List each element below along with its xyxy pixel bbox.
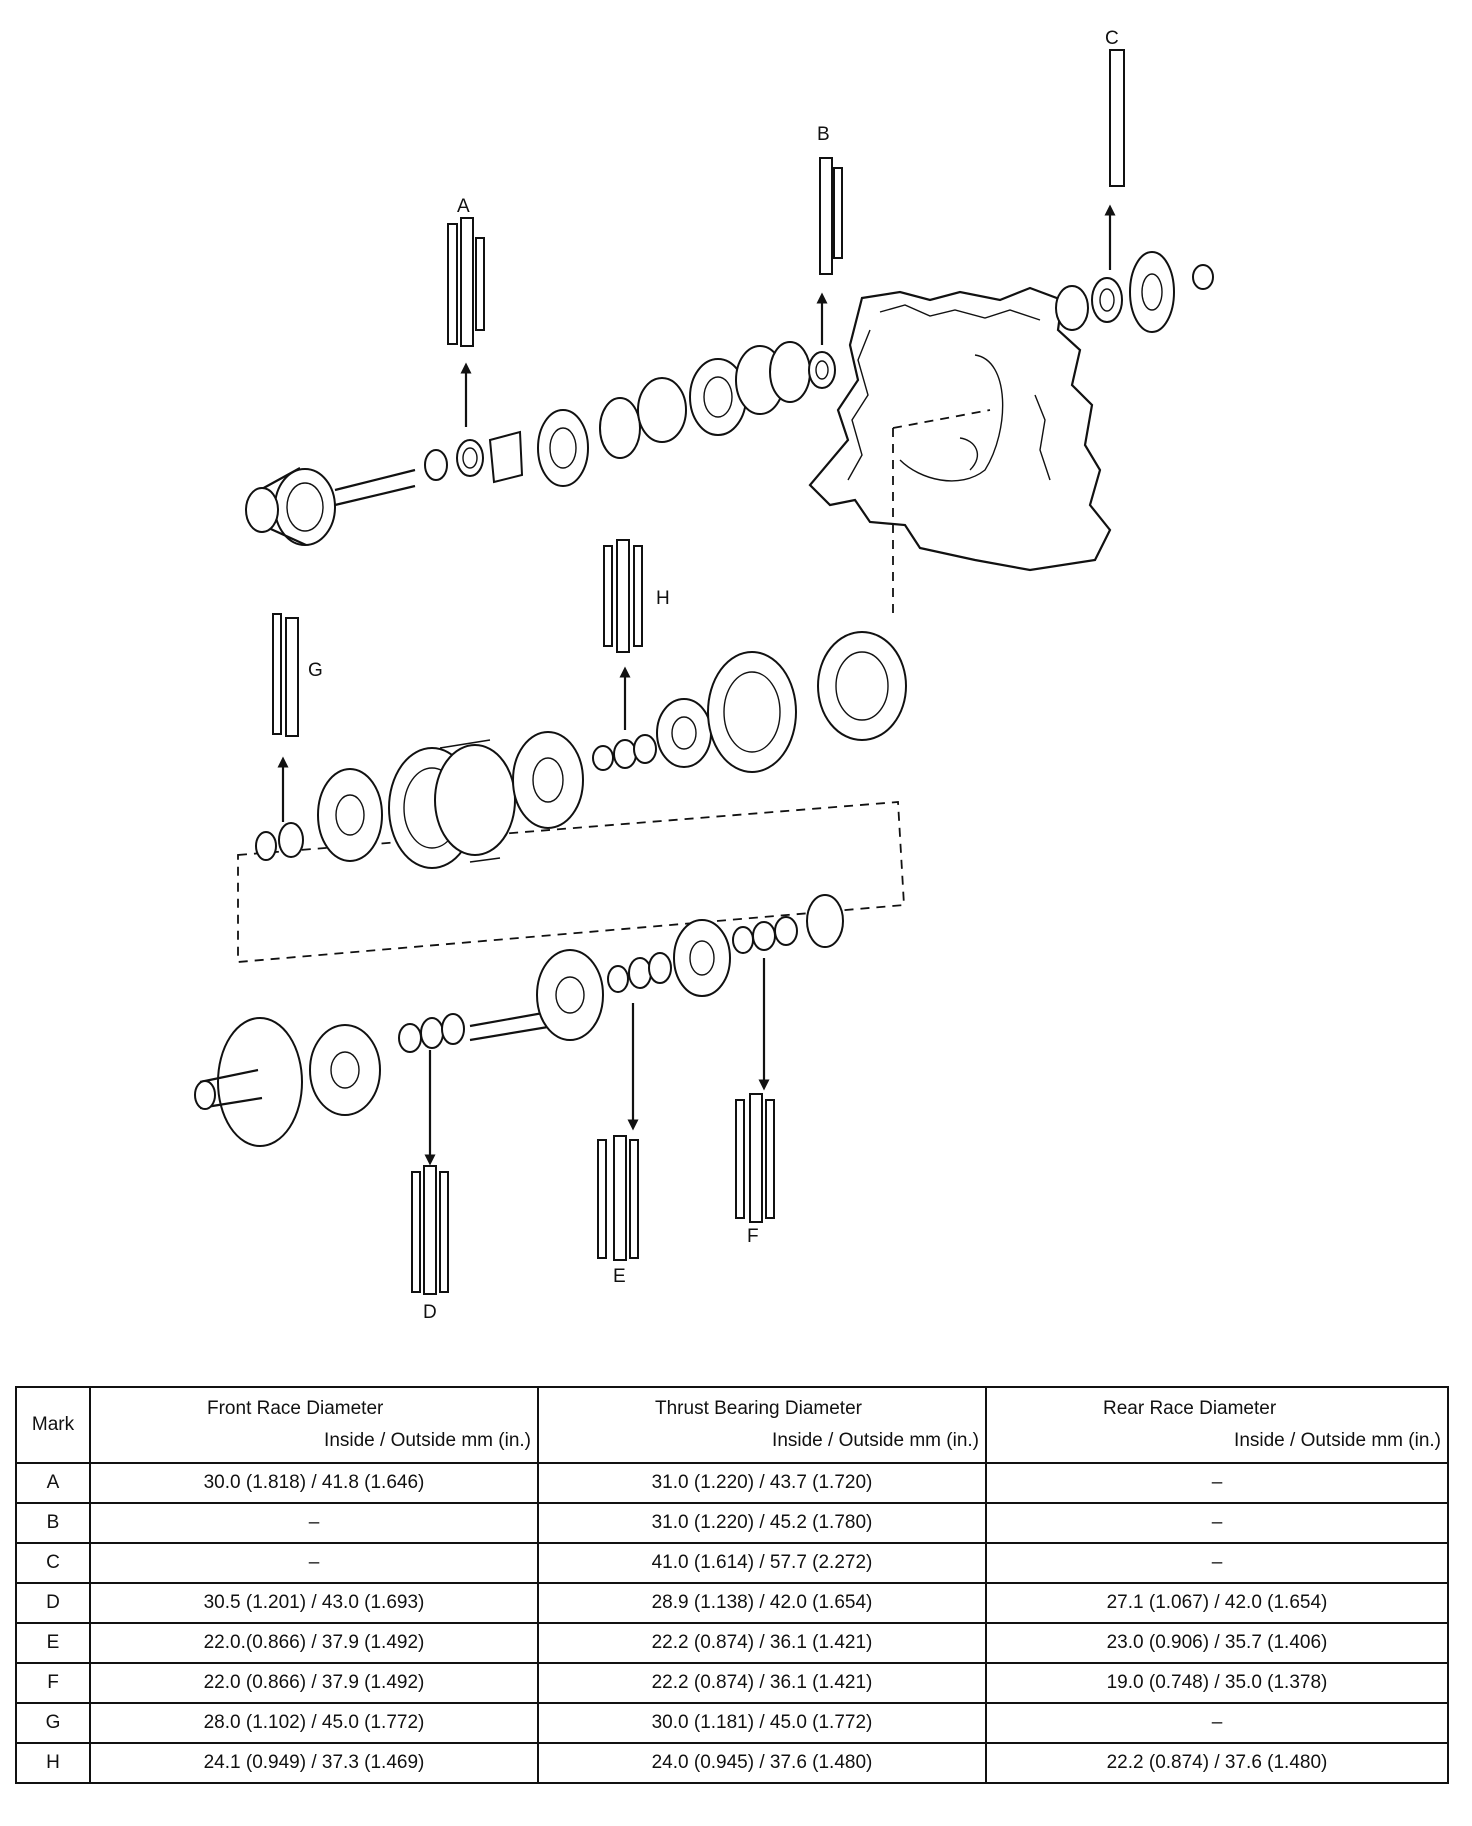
table-row: H 24.1 (0.949) / 37.3 (1.469) 24.0 (0.94…	[15, 1742, 1449, 1784]
table-row: G 28.0 (1.102) / 45.0 (1.772) 30.0 (1.18…	[15, 1702, 1449, 1744]
cell-mark: G	[15, 1702, 91, 1744]
cell-mark: A	[15, 1462, 91, 1504]
cell-front-race: 30.0 (1.818) / 41.8 (1.646)	[89, 1462, 539, 1504]
cell-rear-race: –	[985, 1702, 1449, 1744]
table-row: D 30.5 (1.201) / 43.0 (1.693) 28.9 (1.13…	[15, 1582, 1449, 1624]
cell-rear-race: 27.1 (1.067) / 42.0 (1.654)	[985, 1582, 1449, 1624]
exploded-assembly-diagram: A B C D E F G H	[194, 28, 1214, 1323]
bearing-stack-h	[603, 539, 643, 653]
header-front-race-title: Front Race Diameter	[207, 1398, 384, 1419]
bearing-stack-c	[1109, 49, 1125, 187]
label-c: C	[1105, 28, 1119, 49]
race-diameter-table: Mark Front Race Diameter Inside / Outsid…	[15, 1386, 1449, 1784]
header-rear-race-units: Inside / Outside mm (in.)	[1234, 1430, 1441, 1451]
output-gear-group	[1055, 251, 1214, 333]
table-row: C – 41.0 (1.614) / 57.7 (2.272) –	[15, 1542, 1449, 1584]
cell-rear-race: –	[985, 1462, 1449, 1504]
header-thrust-bearing-title: Thrust Bearing Diameter	[655, 1398, 862, 1419]
table-header-row: Mark Front Race Diameter Inside / Outsid…	[15, 1386, 1449, 1464]
cell-front-race: –	[89, 1542, 539, 1584]
bearing-stack-e	[597, 1135, 639, 1261]
cell-mark: D	[15, 1582, 91, 1624]
header-mark: Mark	[15, 1386, 91, 1464]
cell-mark: C	[15, 1542, 91, 1584]
header-rear-race-title: Rear Race Diameter	[1103, 1398, 1277, 1419]
table-row: F 22.0 (0.866) / 37.9 (1.492) 22.2 (0.87…	[15, 1662, 1449, 1704]
cell-rear-race: 22.2 (0.874) / 37.6 (1.480)	[985, 1742, 1449, 1784]
cell-thrust-bearing: 24.0 (0.945) / 37.6 (1.480)	[537, 1742, 987, 1784]
cell-thrust-bearing: 30.0 (1.181) / 45.0 (1.772)	[537, 1702, 987, 1744]
cell-front-race: 22.0.(0.866) / 37.9 (1.492)	[89, 1622, 539, 1664]
label-d: D	[423, 1302, 437, 1323]
transaxle-case	[808, 286, 1112, 572]
cell-front-race: 30.5 (1.201) / 43.0 (1.693)	[89, 1582, 539, 1624]
upper-shaft-assembly	[245, 341, 836, 547]
cell-front-race: 22.0 (0.866) / 37.9 (1.492)	[89, 1662, 539, 1704]
header-thrust-bearing: Thrust Bearing Diameter Inside / Outside…	[537, 1386, 987, 1464]
table-row: A 30.0 (1.818) / 41.8 (1.646) 31.0 (1.22…	[15, 1462, 1449, 1504]
bearing-stack-d	[411, 1165, 449, 1295]
connector-dashed-upper	[892, 409, 991, 618]
cell-thrust-bearing: 31.0 (1.220) / 45.2 (1.780)	[537, 1502, 987, 1544]
lower-shaft-assembly	[194, 894, 844, 1147]
cell-thrust-bearing: 22.2 (0.874) / 36.1 (1.421)	[537, 1622, 987, 1664]
header-front-race-units: Inside / Outside mm (in.)	[324, 1430, 531, 1451]
header-front-race: Front Race Diameter Inside / Outside mm …	[89, 1386, 539, 1464]
label-g: G	[308, 660, 323, 681]
cell-mark: F	[15, 1662, 91, 1704]
bearing-stack-f	[735, 1093, 775, 1223]
middle-clutch-assembly	[255, 631, 907, 869]
label-b: B	[817, 124, 830, 145]
bearing-stack-a	[447, 217, 485, 347]
cell-thrust-bearing: 31.0 (1.220) / 43.7 (1.720)	[537, 1462, 987, 1504]
cell-thrust-bearing: 41.0 (1.614) / 57.7 (2.272)	[537, 1542, 987, 1584]
label-e: E	[613, 1266, 626, 1287]
cell-rear-race: 23.0 (0.906) / 35.7 (1.406)	[985, 1622, 1449, 1664]
bearing-stack-b	[819, 157, 843, 275]
cell-thrust-bearing: 28.9 (1.138) / 42.0 (1.654)	[537, 1582, 987, 1624]
header-rear-race: Rear Race Diameter Inside / Outside mm (…	[985, 1386, 1449, 1464]
cell-front-race: 24.1 (0.949) / 37.3 (1.469)	[89, 1742, 539, 1784]
cell-mark: H	[15, 1742, 91, 1784]
cell-rear-race: –	[985, 1502, 1449, 1544]
bearing-stack-g	[272, 613, 299, 737]
cell-rear-race: 19.0 (0.748) / 35.0 (1.378)	[985, 1662, 1449, 1704]
header-thrust-bearing-units: Inside / Outside mm (in.)	[772, 1430, 979, 1451]
cell-mark: E	[15, 1622, 91, 1664]
table-row: E 22.0.(0.866) / 37.9 (1.492) 22.2 (0.87…	[15, 1622, 1449, 1664]
cell-thrust-bearing: 22.2 (0.874) / 36.1 (1.421)	[537, 1662, 987, 1704]
label-h: H	[656, 588, 670, 609]
label-f: F	[747, 1226, 759, 1247]
cell-rear-race: –	[985, 1542, 1449, 1584]
label-a: A	[457, 196, 470, 217]
cell-front-race: –	[89, 1502, 539, 1544]
table-row: B – 31.0 (1.220) / 45.2 (1.780) –	[15, 1502, 1449, 1544]
cell-front-race: 28.0 (1.102) / 45.0 (1.772)	[89, 1702, 539, 1744]
cell-mark: B	[15, 1502, 91, 1544]
